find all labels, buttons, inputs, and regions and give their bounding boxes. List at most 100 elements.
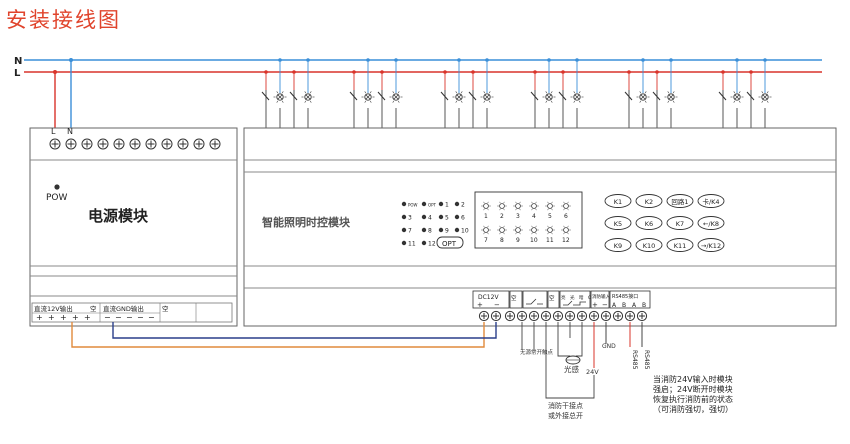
relay-lamp-icon <box>483 203 489 209</box>
keypad-button-label: K9 <box>614 242 622 250</box>
light-sensor-terminal-label: 暗 <box>579 294 584 301</box>
relay-lamp-ray <box>547 201 549 204</box>
relay-lamp-ray <box>563 232 565 235</box>
junction-dot <box>53 70 57 74</box>
junction-dot <box>669 58 673 62</box>
no-emergency-label-line1: 无源常开触点 <box>520 348 554 356</box>
switch-icon <box>558 91 567 101</box>
lamp-ray <box>644 91 647 94</box>
no-emergency-label: 无源常开触点 <box>520 348 554 356</box>
status-led <box>401 227 407 233</box>
dc12v-box <box>472 290 510 309</box>
relay-number: 10 <box>530 237 538 244</box>
relay-panel-frame <box>474 191 583 249</box>
keypad-button[interactable] <box>604 238 632 252</box>
junction-dot <box>763 58 767 62</box>
keypad-button[interactable] <box>697 238 725 252</box>
relay-lamp-ray <box>503 232 505 235</box>
junction-dot <box>721 70 725 74</box>
keypad-button[interactable] <box>635 216 663 230</box>
empty-label: 空 <box>511 294 517 302</box>
annotations: 无源常开触点 24V GND 光感 消防干接点 或外接总开 当消防24V输入时模… <box>520 343 733 420</box>
minus-sign: − <box>137 313 144 322</box>
screw-terminal <box>113 138 125 150</box>
lamp-ray <box>672 100 675 103</box>
relay-number: 6 <box>564 213 568 220</box>
fire-contact-label: 消防干接点 或外接总开 <box>548 401 585 420</box>
relay-lamp-ray <box>531 232 533 235</box>
relay-lamp-ray <box>519 208 521 211</box>
dc-minus-sign: − <box>494 301 500 309</box>
relay-lamp-ray <box>519 232 521 235</box>
opt-button[interactable] <box>436 236 464 249</box>
screw-terminal <box>161 138 173 150</box>
status-led-label: 2 <box>461 202 465 209</box>
lamp-ray <box>392 100 395 103</box>
junction-dot <box>471 70 475 74</box>
switch-icon <box>652 91 661 101</box>
status-led <box>401 240 407 246</box>
keypad-button[interactable] <box>604 216 632 230</box>
screw-terminal <box>528 310 540 322</box>
screw-terminal <box>516 310 528 322</box>
keypad-button[interactable] <box>697 216 725 230</box>
plus-sign: + <box>84 313 91 322</box>
switch-icon <box>718 91 727 101</box>
lamp-ray <box>761 100 764 103</box>
status-led-label: 3 <box>408 215 412 222</box>
pow-led <box>54 184 60 190</box>
relay-lamp-icon <box>483 227 489 233</box>
power-terminal-row <box>49 138 221 150</box>
empty-box <box>547 290 560 309</box>
relay-lamp-ray <box>487 232 489 235</box>
relay-number: 8 <box>500 237 504 244</box>
relay-lamp-icon <box>531 203 537 209</box>
junction-dot <box>485 58 489 62</box>
junction-dot <box>380 70 384 74</box>
relay-number: 3 <box>516 213 520 220</box>
rs485-label: RS485接口 <box>612 293 638 300</box>
junction-dot <box>457 58 461 62</box>
relay-lamp-icon <box>515 203 521 209</box>
keypad-button[interactable] <box>635 238 663 252</box>
status-led <box>401 214 407 220</box>
screw-terminal <box>564 310 576 322</box>
keypad-button[interactable] <box>635 194 663 208</box>
keypad-button[interactable] <box>666 216 694 230</box>
empty-label: 空 <box>549 294 555 302</box>
relay-lamp-ray <box>499 225 501 228</box>
relay-number: 7 <box>484 237 488 244</box>
control-module-name: 智能照明时控模块 <box>262 215 351 229</box>
power-module-name: 电源模块 <box>88 207 149 225</box>
relay-number: 2 <box>500 213 504 220</box>
lamp-ray <box>483 100 486 103</box>
keypad-button[interactable] <box>697 194 725 208</box>
power-module-frame <box>29 127 238 327</box>
relay-lamp-ray <box>563 201 565 204</box>
junction-dot <box>735 58 739 62</box>
relay-number: 11 <box>546 237 554 244</box>
keypad-button[interactable] <box>604 194 632 208</box>
keypad-button[interactable] <box>666 194 694 208</box>
lamp-cross <box>456 94 462 100</box>
relay-number: 1 <box>484 213 488 220</box>
light-sensor-terminal-label: 光 <box>570 294 575 301</box>
lamp-ray <box>455 100 458 103</box>
power-l-terminal-label: L <box>51 127 56 136</box>
rs485-terminal-label: B <box>642 302 646 309</box>
lamp-ray <box>573 100 576 103</box>
switch-icon <box>289 91 298 101</box>
screw-terminal <box>624 310 636 322</box>
junction-dot <box>443 70 447 74</box>
keypad-button[interactable] <box>666 238 694 252</box>
fire-input-box <box>590 290 610 309</box>
screw-terminal <box>209 138 221 150</box>
plus-sign: + <box>48 313 55 322</box>
lamp-ray <box>545 91 548 94</box>
lamp-ray <box>364 91 367 94</box>
status-led <box>438 201 444 207</box>
lamp-ray <box>483 91 486 94</box>
